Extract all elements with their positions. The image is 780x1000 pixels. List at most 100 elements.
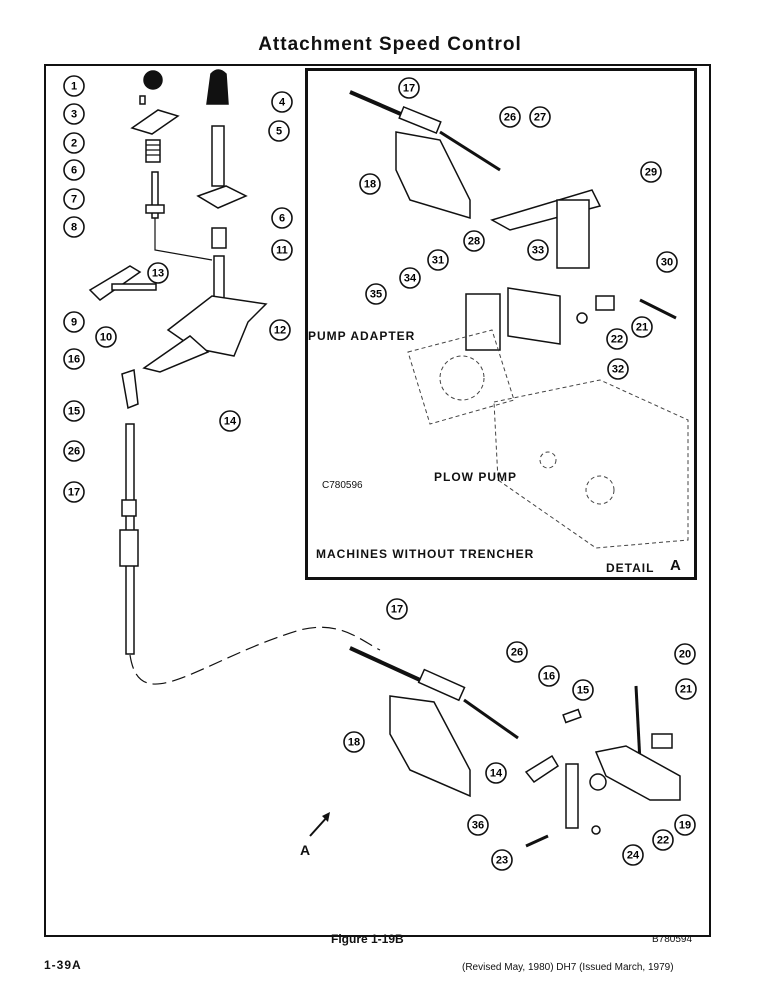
callout-18: 18: [343, 731, 365, 753]
callout-14: 14: [485, 762, 507, 784]
diagram-frame: [44, 64, 711, 937]
callout-27: 27: [529, 106, 551, 128]
callout-4: 4: [271, 91, 293, 113]
svg-text:7: 7: [71, 194, 77, 206]
callout-26: 26: [506, 641, 528, 663]
svg-text:21: 21: [636, 322, 648, 334]
detail-plate-31: [465, 293, 501, 351]
knob-handle: [206, 69, 229, 105]
machines-note: MACHINES WITHOUT TRENCHER: [316, 547, 535, 561]
left-cable: [119, 423, 139, 655]
callout-21: 21: [675, 678, 697, 700]
svg-text:13: 13: [152, 268, 164, 280]
detail-arm-29: [490, 189, 602, 269]
svg-text:2: 2: [71, 138, 77, 150]
clevis: [121, 368, 139, 410]
lower-clevis: [524, 754, 560, 784]
svg-text:16: 16: [68, 354, 80, 366]
callout-22: 22: [652, 829, 674, 851]
set-screw: [139, 95, 146, 105]
detail-cable: [349, 90, 501, 172]
callout-28: 28: [463, 230, 485, 252]
svg-text:6: 6: [71, 165, 77, 177]
svg-text:17: 17: [403, 83, 415, 95]
view-arrow-a: [309, 812, 330, 837]
lower-washer-22: [589, 773, 607, 791]
svg-text:4: 4: [279, 97, 286, 109]
figure-caption: Figure 1-19B: [331, 932, 404, 946]
callout-33: 33: [527, 239, 549, 261]
lower-bracket-19: [594, 745, 681, 801]
lower-fitting-21: [651, 733, 673, 749]
callout-6: 6: [63, 159, 85, 181]
svg-text:33: 33: [532, 245, 544, 257]
svg-text:27: 27: [534, 112, 546, 124]
detail-a-box: [305, 68, 697, 580]
svg-text:19: 19: [679, 820, 691, 832]
callout-21: 21: [631, 316, 653, 338]
callout-35: 35: [365, 283, 387, 305]
svg-text:29: 29: [645, 167, 657, 179]
lower-screw-24: [525, 834, 549, 848]
lower-bracket-18: [389, 695, 471, 798]
plow-pump-outline: [493, 379, 689, 549]
svg-text:17: 17: [391, 604, 403, 616]
callout-22: 22: [606, 328, 628, 350]
svg-text:10: 10: [100, 332, 112, 344]
svg-text:11: 11: [276, 245, 288, 257]
svg-text:32: 32: [612, 364, 624, 376]
lever-post: [196, 125, 248, 209]
svg-text:17: 17: [68, 487, 80, 499]
svg-text:26: 26: [504, 112, 516, 124]
callout-26: 26: [63, 440, 85, 462]
pump-adapter-label: PUMP ADAPTER: [308, 329, 416, 343]
callout-32: 32: [607, 358, 629, 380]
callout-16: 16: [63, 348, 85, 370]
revision-note: (Revised May, 1980) DH7 (Issued March, 1…: [462, 962, 674, 973]
bracket-8: [88, 265, 157, 301]
spring-2: [211, 227, 227, 249]
svg-text:16: 16: [543, 671, 555, 683]
pump-adapter-outline: [407, 329, 515, 425]
svg-text:14: 14: [490, 768, 503, 780]
callout-14: 14: [219, 410, 241, 432]
callout-17: 17: [398, 77, 420, 99]
svg-text:21: 21: [680, 684, 692, 696]
callout-31: 31: [427, 249, 449, 271]
svg-text:26: 26: [511, 647, 523, 659]
knob-ball: [143, 70, 163, 90]
view-arrow-label: A: [300, 842, 311, 858]
lower-bolt-20: [634, 685, 642, 763]
svg-text:12: 12: [274, 325, 286, 337]
callout-16: 16: [538, 665, 560, 687]
callout-17: 17: [386, 598, 408, 620]
svg-text:14: 14: [224, 416, 237, 428]
page-title: Attachment Speed Control: [258, 34, 522, 55]
svg-text:8: 8: [71, 222, 77, 234]
svg-text:34: 34: [404, 273, 417, 285]
callout-10: 10: [95, 326, 117, 348]
svg-text:3: 3: [71, 109, 77, 121]
svg-text:24: 24: [627, 850, 640, 862]
svg-text:6: 6: [279, 213, 285, 225]
svg-text:35: 35: [370, 289, 382, 301]
svg-text:36: 36: [472, 820, 484, 832]
svg-text:15: 15: [68, 406, 80, 418]
detail-fitting-21: [595, 295, 615, 311]
callout-6: 6: [271, 207, 293, 229]
callout-3: 3: [63, 103, 85, 125]
callout-8: 8: [63, 216, 85, 238]
lower-link-23: [565, 763, 579, 829]
spring: [145, 139, 161, 163]
svg-text:26: 26: [68, 446, 80, 458]
plate: [130, 109, 180, 135]
callout-34: 34: [399, 267, 421, 289]
svg-text:20: 20: [679, 649, 691, 661]
callout-23: 23: [491, 849, 513, 871]
callout-17: 17: [63, 481, 85, 503]
svg-text:22: 22: [611, 334, 623, 346]
svg-text:30: 30: [661, 257, 673, 269]
callout-36: 36: [467, 814, 489, 836]
callout-5: 5: [268, 120, 290, 142]
